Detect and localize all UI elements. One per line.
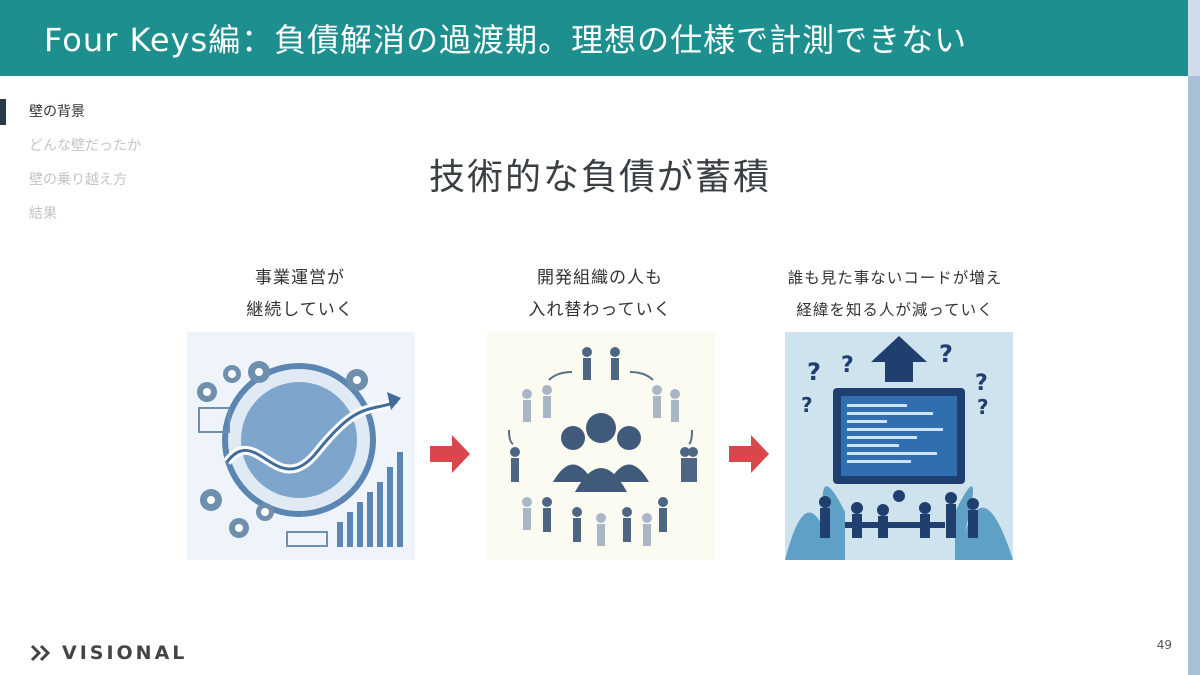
panel-organization: 開発組織の人も 入れ替わっていく <box>480 262 720 560</box>
section-nav: 壁の背景 どんな壁だったか 壁の乗り越え方 結果 <box>0 97 200 233</box>
panel-caption-line2: 継続していく <box>246 300 354 320</box>
nav-item-what-wall[interactable]: どんな壁だったか <box>0 131 200 165</box>
panel-business: 事業運営が 継続していく <box>180 262 420 560</box>
svg-text:?: ? <box>841 353 854 378</box>
slide-header: Four Keys編：負債解消の過渡期。理想の仕様で計測できない <box>0 0 1188 76</box>
nav-item-label: 壁の乗り越え方 <box>29 172 127 188</box>
panel-caption-line1: 誰も見た事ないコードが増え <box>787 269 1003 287</box>
svg-text:?: ? <box>807 358 821 386</box>
visional-logo: VISIONAL <box>30 642 187 664</box>
nav-item-background[interactable]: 壁の背景 <box>0 97 200 131</box>
nav-item-label: 結果 <box>29 206 57 222</box>
slide-title: Four Keys編：負債解消の過渡期。理想の仕様で計測できない <box>44 21 968 59</box>
nav-item-how-overcome[interactable]: 壁の乗り越え方 <box>0 165 200 199</box>
nav-item-label: どんな壁だったか <box>29 138 141 154</box>
panel-caption-line1: 事業運営が <box>255 268 345 288</box>
svg-text:?: ? <box>977 395 989 419</box>
svg-text:?: ? <box>975 371 988 396</box>
panel-caption-line2: 入れ替わっていく <box>528 300 672 320</box>
page-number: 49 <box>1156 638 1172 652</box>
nav-item-result[interactable]: 結果 <box>0 199 200 233</box>
logo-wordmark: VISIONAL <box>62 642 188 664</box>
legacy-code-illustration: ? ? ? ? ? ? <box>785 332 1013 560</box>
double-chevron-icon <box>30 644 51 662</box>
svg-text:?: ? <box>801 393 813 417</box>
panel-legacy-code: 誰も見た事ないコードが増え 経緯を知る人が減っていく ? ? ? ? ? ? <box>775 262 1015 560</box>
business-growth-illustration <box>187 332 415 560</box>
nav-item-label: 壁の背景 <box>29 104 85 120</box>
main-heading: 技術的な負債が蓄積 <box>428 157 771 198</box>
arrow-right-icon <box>430 435 470 473</box>
arrow-right-icon <box>729 435 769 473</box>
svg-text:?: ? <box>939 340 953 368</box>
people-turnover-illustration <box>487 332 715 560</box>
panel-caption-line2: 経緯を知る人が減っていく <box>796 301 994 319</box>
right-accent-bar <box>1188 0 1200 675</box>
panel-caption-line1: 開発組織の人も <box>537 268 663 288</box>
